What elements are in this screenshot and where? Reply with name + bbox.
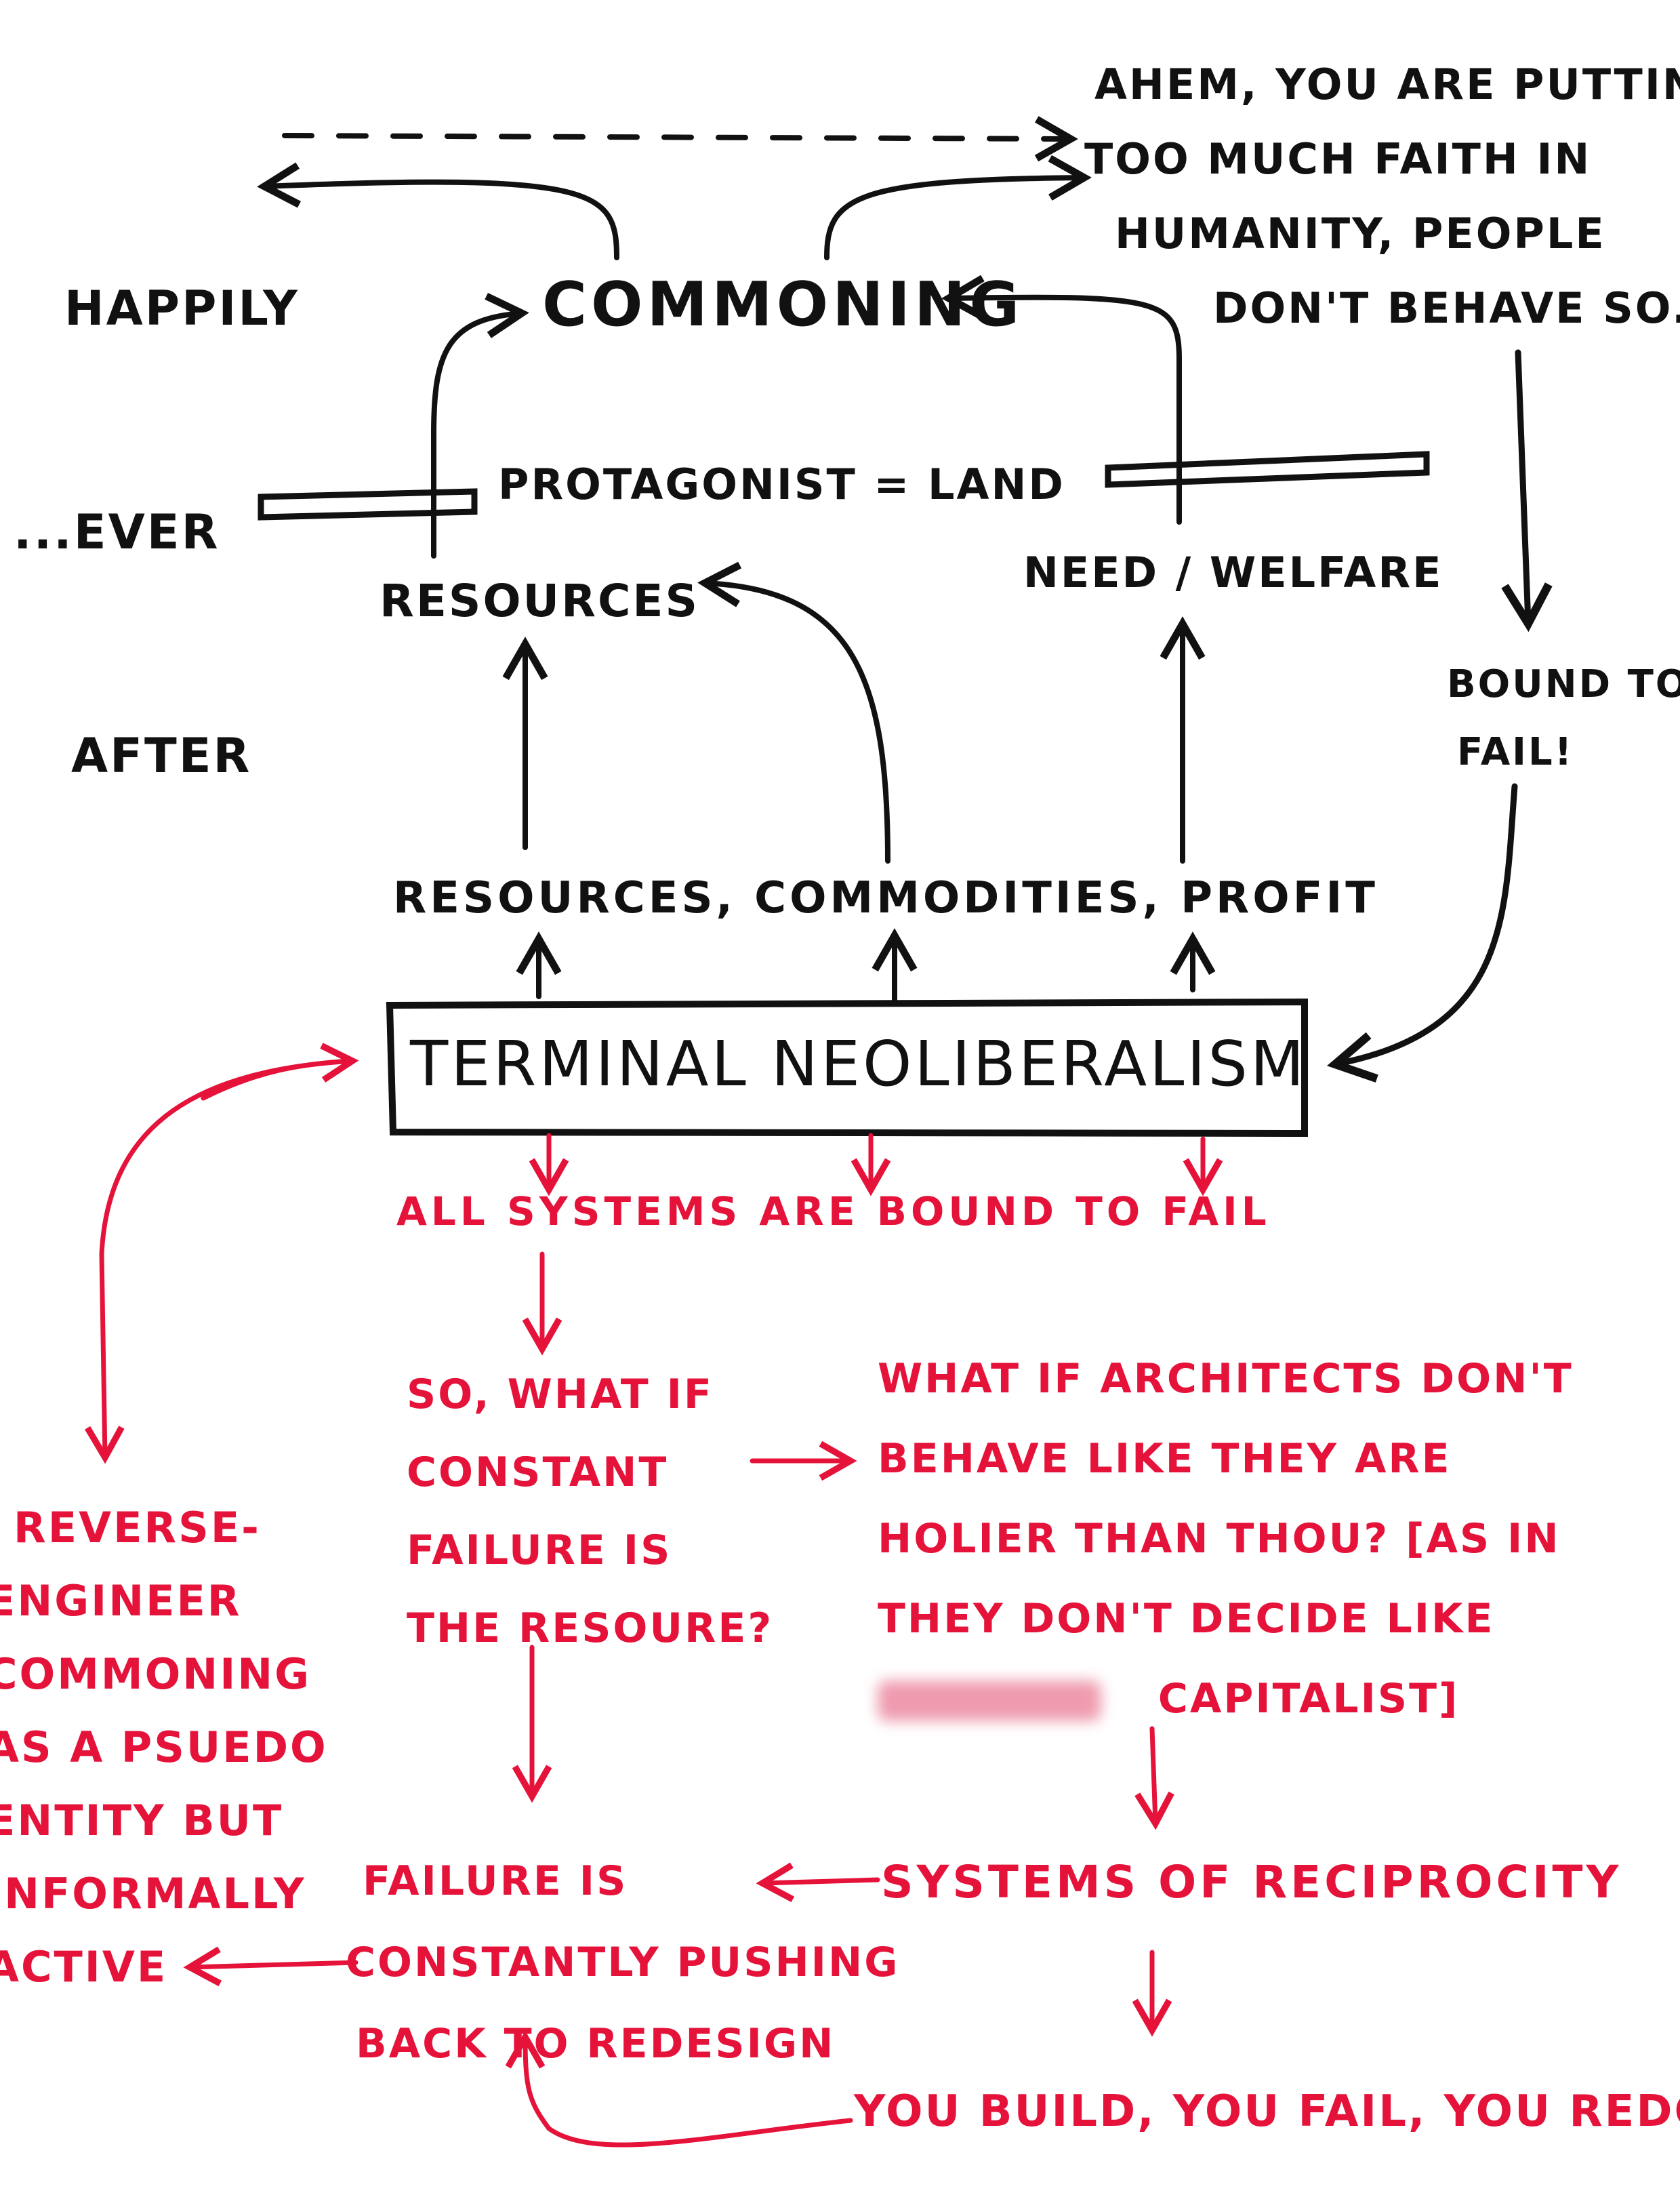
arrow-architects-to-reciprocity [1134, 1726, 1174, 1830]
sowhat-line-2: CONSTANT [407, 1449, 669, 1496]
need-welfare-node: NEED / WELFARE [1023, 548, 1443, 597]
land-bar-right [1105, 451, 1430, 488]
architects-line-2: BEHAVE LIKE THEY ARE [878, 1435, 1452, 1483]
terminal-neoliberalism-title: TERMINAL NEOLIBERALISM [410, 1028, 1307, 1100]
arrow-skeptic-to-bound [1501, 349, 1553, 632]
skeptic-line-3: HUMANITY, PEOPLE [1115, 209, 1606, 258]
resources-node: RESOURCES [380, 575, 700, 627]
reverse-line-2: ENGINEER [0, 1576, 242, 1626]
happily-line-2: ...EVER [14, 504, 220, 560]
skeptic-note: AHEM, YOU ARE PUTTIN TOO MUCH FAITH IN H… [1084, 47, 1680, 346]
build-fail-redo: YOU BUILD, YOU FAIL, YOU REDO [854, 2087, 1680, 2137]
failure-line-3: BACK TO REDESIGN [356, 2020, 836, 2068]
reverse-line-7: ACTIVE [0, 1942, 168, 1992]
systems-of-reciprocity: SYSTEMS OF RECIPROCITY [881, 1856, 1622, 1908]
architects-line-1: WHAT IF ARCHITECTS DON'T [878, 1355, 1574, 1403]
sowhat-line-1: SO, WHAT IF [407, 1371, 714, 1418]
protagonist-land: PROTAGONIST = LAND [498, 460, 1065, 509]
arrow-rcp-to-resources-curve [697, 561, 890, 864]
failure-pushing-note: FAILURE IS CONSTANTLY PUSHING BACK TO RE… [346, 1840, 899, 2085]
architects-line-5: CAPITALIST] [878, 1659, 1574, 1739]
reverse-engineer-note: REVERSE- ENGINEER COMMONING AS A PSUEDO … [0, 1491, 328, 2004]
reverse-line-1: REVERSE- [14, 1503, 261, 1552]
so-what-if-question: SO, WHAT IF CONSTANT FAILURE IS THE RESO… [407, 1356, 773, 1668]
happily-line-1: HAPPILY [64, 281, 300, 336]
failure-line-1: FAILURE IS [363, 1857, 628, 1905]
happily-line-3: AFTER [71, 728, 252, 784]
bound-line-2: FAIL! [1457, 730, 1574, 774]
commoning-node: COMMONING [542, 269, 1024, 340]
blurred-redaction [878, 1680, 1101, 1722]
arrow-terminal-to-reverse [85, 1058, 352, 1464]
dashed-arrow-happily-to-skeptic [282, 116, 1078, 162]
failure-line-2: CONSTANTLY PUSHING [346, 1939, 900, 1986]
sowhat-line-3: FAILURE IS [407, 1527, 672, 1574]
all-systems-bound-to-fail: ALL SYSTEMS ARE BOUND TO FAIL [396, 1188, 1271, 1234]
bound-line-1: BOUND TO [1447, 662, 1680, 706]
arrow-bound-to-terminal [1326, 783, 1518, 1083]
arrow-commoning-to-skeptic [824, 155, 1092, 260]
skeptic-line-2: TOO MUCH FAITH IN [1084, 134, 1592, 184]
architects-line-3: HOLIER THAN THOU? [AS IN [878, 1515, 1561, 1563]
arrow-resources-to-commoning [431, 293, 529, 559]
arrow-commoning-to-happily [257, 162, 619, 260]
resources-commodities-profit: RESOURCES, COMMODITIES, PROFIT [393, 873, 1378, 923]
bound-to-fail-note: BOUND TO FAIL! [1447, 651, 1680, 786]
skeptic-line-1: AHEM, YOU ARE PUTTIN [1094, 60, 1680, 109]
architects-question: WHAT IF ARCHITECTS DON'T BEHAVE LIKE THE… [878, 1339, 1574, 1739]
reverse-line-6: INFORMALLY [0, 1869, 306, 1918]
happily-ever-after-text: HAPPILY ...EVER AFTER [14, 122, 300, 868]
capitalist-text: CAPITALIST] [1157, 1675, 1460, 1723]
skeptic-line-4: DON'T BEHAVE SO. [1213, 283, 1680, 333]
arrow-reverse-to-terminal [201, 1043, 359, 1101]
reverse-line-4: AS A PSUEDO [0, 1723, 328, 1772]
reverse-line-3: COMMONING [0, 1649, 312, 1699]
sowhat-line-4: THE RESOURE? [407, 1605, 774, 1652]
reverse-line-5: ENTITY BUT [0, 1796, 284, 1845]
architects-line-4: THEY DON'T DECIDE LIKE [878, 1595, 1495, 1643]
